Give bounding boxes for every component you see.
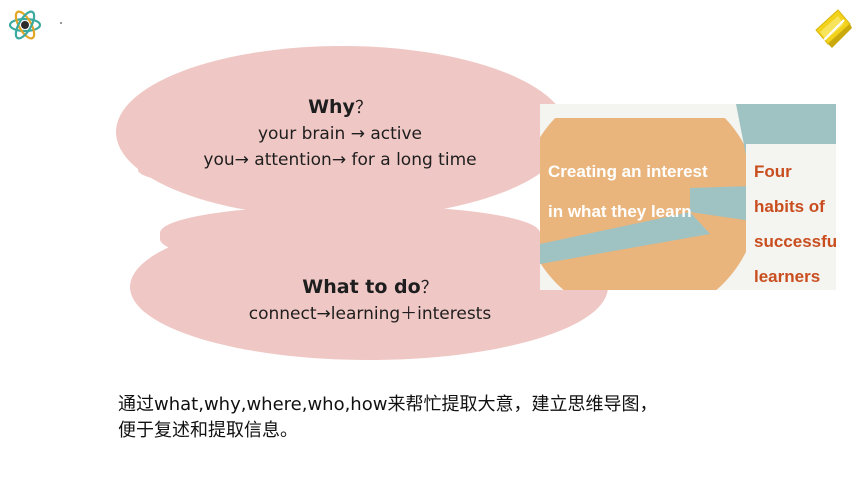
- illustration-right-text: Four habits of successful learners: [754, 162, 836, 286]
- illustration-image: Creating an interest in what they learn …: [540, 104, 836, 290]
- what-line-1: connect→learning＋interests: [248, 304, 492, 324]
- why-line-2: you→ attention→ for a long time: [203, 150, 477, 170]
- what-bubble: [130, 214, 608, 360]
- caption: 通过what,why,where,who,how来帮忙提取大意，建立思维导图， …: [118, 392, 758, 444]
- what-heading-line: What to do？: [200, 274, 540, 301]
- atom-icon: [8, 10, 42, 40]
- illustration-shapes: [540, 104, 836, 290]
- notebook-pencil-icon: [815, 9, 852, 48]
- illustration-left-text: Creating an interest in what they learn: [548, 162, 708, 221]
- what-question-mark: ？: [420, 278, 438, 298]
- what-heading: What to do: [302, 276, 421, 298]
- why-heading: Why: [308, 96, 355, 118]
- why-bubble: [116, 46, 568, 218]
- why-heading-line: Why？: [190, 94, 490, 121]
- why-question-mark: ？: [354, 98, 372, 118]
- why-line-1: your brain → active: [257, 124, 423, 144]
- caption-line-2: 便于复述和提取信息。: [118, 420, 298, 441]
- decorative-dot: [60, 22, 62, 24]
- caption-line-1: 通过what,why,where,who,how来帮忙提取大意，建立思维导图，: [118, 394, 658, 415]
- why-text-block: Why？ your brain → active you→ attention→…: [190, 94, 490, 173]
- what-text-block: What to do？ connect→learning＋interests: [200, 274, 540, 327]
